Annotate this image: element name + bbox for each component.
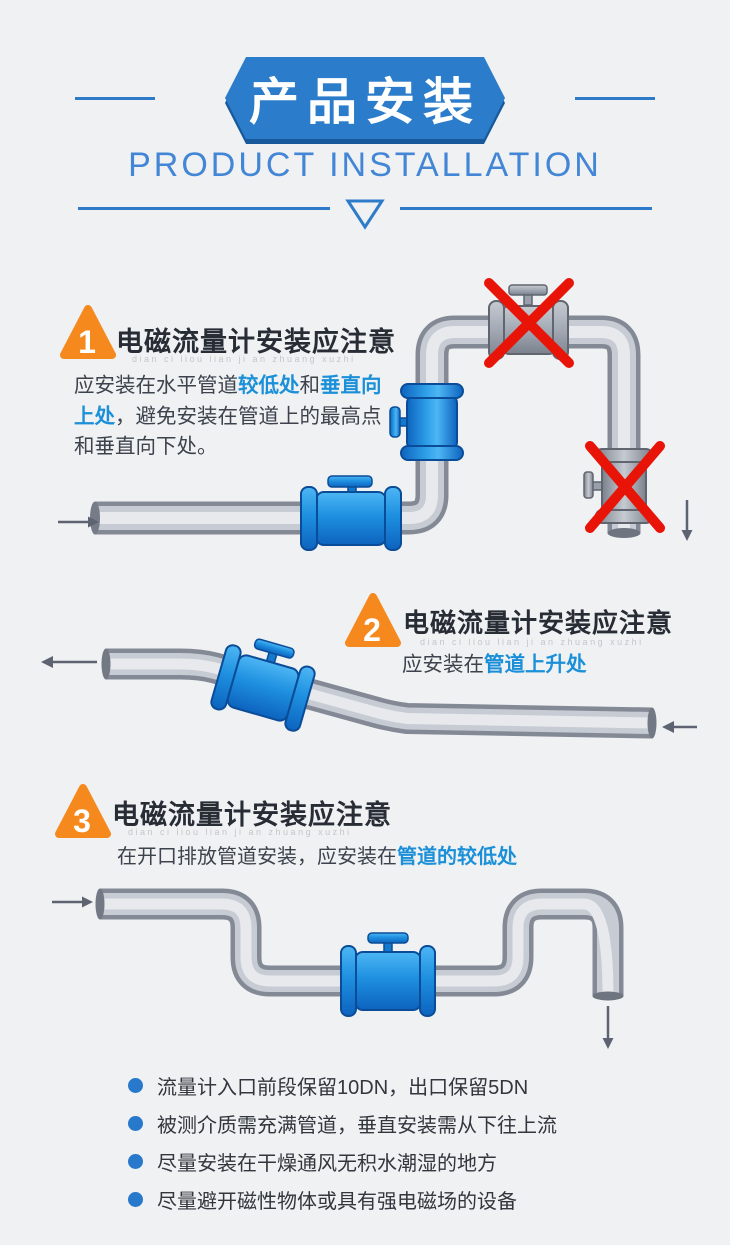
meter-flange	[400, 445, 464, 461]
page-subtitle: PRODUCT INSTALLATION	[128, 146, 602, 184]
meter-flange	[419, 945, 436, 1017]
page-title: 产品安装	[225, 57, 505, 139]
note-text: 流量计入口前段保留10DN，出口保留5DN	[157, 1077, 529, 1099]
section-2-badge: 2	[345, 593, 401, 648]
meter-body	[315, 491, 387, 546]
note-text: 被测介质需充满管道，垂直安装需从下往上流	[157, 1115, 557, 1137]
meter-flange	[300, 486, 318, 551]
flow-arrow-out-left	[41, 656, 97, 668]
flow-meter-blue-low-point	[340, 932, 436, 1017]
decor-line-top-left	[75, 97, 155, 100]
decor-line-bottom-left	[78, 207, 330, 210]
section-1-heading: 电磁流量计安装应注意	[116, 327, 396, 357]
section-2-heading: 电磁流量计安装应注意	[403, 608, 674, 638]
pipe-open-end	[95, 888, 105, 920]
diagram-2-rising-pipe-installation	[41, 638, 697, 739]
pipe-run-2	[101, 648, 657, 739]
pipe-run-1	[90, 315, 641, 538]
note-item: 流量计入口前段保留10DN，出口保留5DN	[128, 1071, 528, 1100]
meter-flange	[384, 486, 402, 551]
decor-line-bottom-right	[400, 207, 652, 210]
section-1-description: 应安装在水平管道较低处和垂直向上处，避免安装在管道上的最高点和垂直向下处。	[74, 374, 382, 458]
pipe-open-end	[592, 991, 624, 1001]
pipe-open-end	[647, 707, 657, 739]
flow-meter-blue-horizontal	[300, 475, 402, 551]
bullet-dot-icon	[128, 1116, 143, 1131]
note-item: 尽量安装在干燥通风无积水潮湿的地方	[128, 1147, 497, 1176]
meter-flange	[210, 644, 242, 711]
meter-flange	[340, 945, 357, 1017]
flow-arrow-discharge-down	[602, 1006, 614, 1049]
section-3-description: 在开口排放管道安装，应安装在管道的较低处	[117, 846, 517, 868]
pipe-open-end	[90, 501, 100, 535]
flow-meter-blue-vertical	[389, 383, 464, 461]
section-3-pinyin: dian ci liou lian ji an zhuang xuzhi	[128, 827, 352, 837]
pipe-run-3	[95, 888, 624, 1001]
section-3-number: 3	[73, 803, 91, 839]
prohibited-x-icon	[484, 278, 574, 368]
bullet-dot-icon	[128, 1078, 143, 1093]
bullet-dot-icon	[128, 1192, 143, 1207]
prohibited-x-icon	[585, 441, 665, 533]
flow-arrow-in	[58, 516, 99, 528]
flow-arrow-down	[681, 500, 693, 541]
pipe-open-end	[607, 528, 641, 538]
decor-line-top-right	[575, 97, 655, 100]
chevron-down-icon	[345, 199, 385, 230]
page-title-banner: 产品安装	[225, 57, 505, 139]
diagram-1-horizontal-installation	[58, 278, 693, 551]
note-item: 尽量避开磁性物体或具有强电磁场的设备	[128, 1185, 517, 1214]
note-text: 尽量安装在干燥通风无积水潮湿的地方	[157, 1153, 497, 1175]
meter-body	[354, 951, 422, 1011]
section-1-number: 1	[78, 324, 96, 360]
flow-arrow-in-right	[662, 721, 697, 733]
section-1-badge: 1	[60, 305, 116, 360]
note-text: 尽量避开磁性物体或具有强电磁场的设备	[157, 1191, 517, 1213]
section-3-badge: 3	[55, 784, 111, 839]
diagram-3-open-discharge-installation	[52, 888, 624, 1049]
note-item: 被测介质需充满管道，垂直安装需从下往上流	[128, 1109, 557, 1138]
section-2-description: 应安装在管道上升处	[402, 653, 587, 676]
meter-flange	[400, 383, 464, 399]
section-2-pinyin: dian ci liou lian ji an zhuang xuzhi	[420, 637, 644, 647]
flow-meter-blue-incline	[210, 638, 316, 732]
meter-flange	[284, 665, 316, 732]
bullet-dot-icon	[128, 1154, 143, 1169]
section-3-heading: 电磁流量计安装应注意	[112, 800, 392, 830]
pipe-open-end	[101, 648, 111, 680]
section-1-pinyin: dian ci liou lian ji an zhuang xuzhi	[132, 354, 356, 364]
flow-arrow-in	[52, 896, 93, 908]
section-2-number: 2	[363, 612, 381, 648]
meter-body	[406, 394, 458, 451]
